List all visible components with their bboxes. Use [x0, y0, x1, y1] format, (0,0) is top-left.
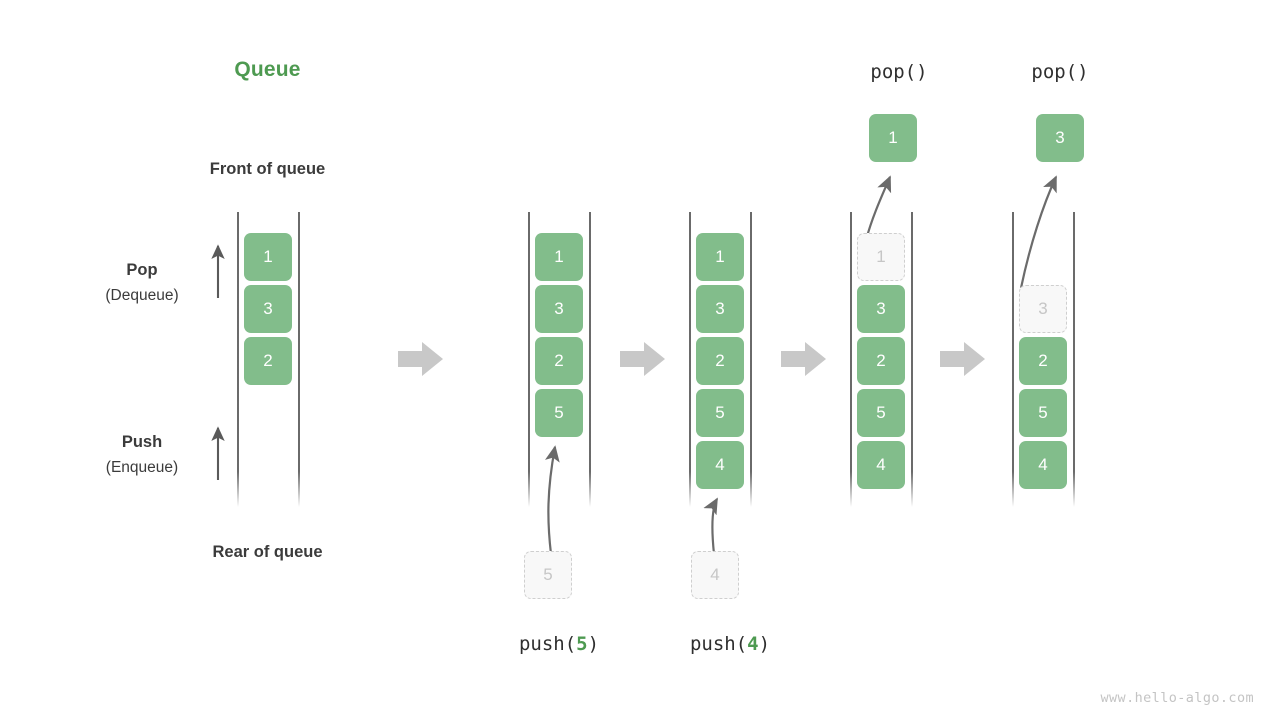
popped-element: 3: [1036, 114, 1084, 162]
queue-rail-right: [298, 212, 300, 507]
queue-rail-left: [1012, 212, 1014, 507]
push-4-motion-arrow: [703, 497, 718, 555]
queue-cell: 1: [696, 233, 744, 281]
op-text-prefix: pop(): [870, 61, 928, 83]
rear-of-queue-label: Rear of queue: [212, 543, 323, 561]
queue-rail-right: [1073, 212, 1075, 507]
push-label-main: Push: [121, 433, 163, 451]
operation-label-pop-1: pop(): [819, 61, 979, 83]
queue-rail-right: [589, 212, 591, 507]
queue-rail-left: [689, 212, 691, 507]
op-text-prefix: pop(): [1031, 61, 1089, 83]
queue-cell: 5: [857, 389, 905, 437]
pop-label-sub: (Dequeue): [105, 287, 179, 304]
queue-rail-right: [750, 212, 752, 507]
queue-cell: 3: [696, 285, 744, 333]
pop-label-main: Pop: [126, 261, 158, 279]
queue-cell: 3: [535, 285, 583, 333]
queue-cell: 3: [857, 285, 905, 333]
queue-cell: 2: [535, 337, 583, 385]
queue-cell: 1: [535, 233, 583, 281]
operation-label-push-5: push(5): [479, 633, 639, 655]
queue-rail-right: [911, 212, 913, 507]
op-text-arg: 4: [747, 633, 759, 655]
separator-arrow-1: [398, 342, 443, 376]
queue-cell: 2: [696, 337, 744, 385]
separator-arrow-2: [620, 342, 665, 376]
queue-cell: 2: [857, 337, 905, 385]
queue-cell: 2: [244, 337, 292, 385]
queue-cell: 1: [244, 233, 292, 281]
op-text-prefix: push(: [689, 633, 748, 655]
queue-cell-new: 5: [535, 389, 583, 437]
queue-cell: 4: [1019, 441, 1067, 489]
separator-arrow-3: [781, 342, 826, 376]
removed-element-slot: 1: [857, 233, 905, 281]
separator-arrow-4: [940, 342, 985, 376]
popped-element: 1: [869, 114, 917, 162]
queue-rail-left: [850, 212, 852, 507]
push-label-sub: (Enqueue): [105, 459, 179, 476]
queue-cell: 3: [244, 285, 292, 333]
queue-cell-new: 4: [696, 441, 744, 489]
op-text-suffix: ): [758, 633, 771, 655]
queue-rail-left: [237, 212, 239, 507]
front-of-queue-label: Front of queue: [209, 160, 326, 178]
op-text-arg: 5: [576, 633, 588, 655]
operation-label-pop-3: pop(): [980, 61, 1140, 83]
queue-cell: 5: [696, 389, 744, 437]
removed-element-slot: 3: [1019, 285, 1067, 333]
page-title: Queue: [234, 58, 301, 81]
push-5-motion-arrow: [544, 445, 560, 555]
push-operation-label: Push (Enqueue): [42, 430, 242, 480]
incoming-element: 5: [524, 551, 572, 599]
pop-3-motion-arrow: [1019, 175, 1057, 289]
incoming-element: 4: [691, 551, 739, 599]
op-text-prefix: push(: [518, 633, 577, 655]
queue-rail-left: [528, 212, 530, 507]
queue-cell: 5: [1019, 389, 1067, 437]
pop-operation-label: Pop (Dequeue): [42, 258, 242, 308]
pop-1-motion-arrow: [864, 175, 892, 241]
queue-cell: 4: [857, 441, 905, 489]
source-watermark: www.hello-algo.com: [1100, 690, 1254, 706]
operation-label-push-4: push(4): [650, 633, 810, 655]
op-text-suffix: ): [587, 633, 600, 655]
queue-cell: 2: [1019, 337, 1067, 385]
